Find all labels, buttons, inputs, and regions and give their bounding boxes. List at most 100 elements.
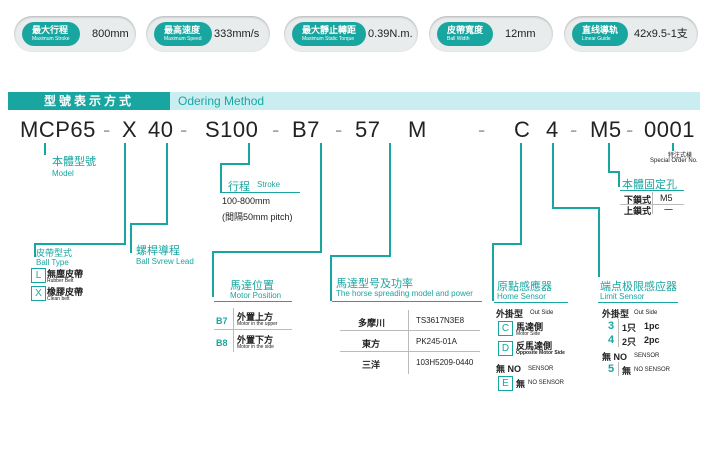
code-belt: X [122,117,138,142]
home-code-d: D [498,341,513,356]
code-m: M [408,117,427,142]
home-none-en: SENSOR [528,366,554,372]
limit-row-en: 1pc [644,321,660,331]
home-row-en: Motor Side [516,331,541,337]
connector-line [492,243,494,301]
connector-line [248,143,250,165]
stroke-label-zh: 行程 [228,181,250,193]
motor-underline [332,301,482,302]
spec-label-zh: 直线導轨 [582,25,619,35]
limit-code: 5 [608,363,615,375]
header-title-en: Odering Method [178,94,265,108]
motor-label-zh: 馬達型号及功率 [336,278,413,290]
motor-model: PK245-01A [416,337,457,346]
spec-label-en: Linear Guide [582,36,611,42]
connector-line [220,163,222,193]
spec-label-zh: 最高速度 [164,25,201,35]
divider [652,192,653,214]
connector-line [608,171,620,173]
code-dash: - [272,117,280,142]
belt-row-en: Rubber Belt [47,278,74,284]
connector-line [552,207,600,209]
stroke-label-en: Stroke [257,180,281,189]
motorpos-row-zh: 外置下方 [237,335,274,345]
motorpos-label-en: Motor Position [230,291,282,300]
spec-label-zh: 最大靜止轉距 [302,25,357,35]
home-row-zh: 馬達側 [516,322,544,332]
code-motor-position: B7 [292,117,320,142]
fix-row-k: 上鎖式 [624,206,652,216]
divider [618,319,619,347]
spec-label-en: Maximum Stroke [32,36,70,42]
code-fix-hole: M5 [590,117,622,142]
divider [340,330,480,331]
home-label-zh: 原點感應器 [497,281,552,293]
model-label-en: Model [52,169,74,178]
motor-model: 103H5209-0440 [416,358,474,367]
spec-value: 42x9.5-1支 [634,28,688,40]
spec-value: 0.39N.m. [368,28,413,40]
code-home-sensor: C [514,117,531,142]
special-label-en: Special Order No. [650,158,698,164]
spec-label-en: Maximum Speed [164,36,202,42]
spec-label-en: Maximum Static Torque [302,36,355,42]
connector-line [34,243,36,257]
connector-line [34,243,126,245]
header-title-zh: 型號表示方式 [8,92,170,110]
fix-row-v: M5 [660,193,673,203]
motor-model: TS3617N3E8 [416,316,465,325]
connector-line [520,143,522,245]
spec-label-zh: 最大行程 [32,25,69,35]
code-special: 0001 [644,117,695,142]
section-header: 型號表示方式 Odering Method [8,92,700,110]
home-type-en: Out Side [530,310,554,316]
connector-line [598,207,600,277]
motorpos-code: B8 [216,338,228,348]
code-dash: - [180,117,188,142]
motorpos-label-zh: 馬達位置 [230,280,274,292]
connector-line [212,251,322,253]
motorpos-row-zh: 外置上方 [237,312,274,322]
connector-line [44,143,46,155]
connector-line [672,143,674,151]
home-code-c: C [498,321,513,336]
stroke-underline [222,192,300,193]
code-dash: - [335,117,343,142]
motor-label-en: The horse spreading model and power [336,289,473,298]
home-e-zh: 無 [516,379,526,389]
divider [408,310,409,374]
limit-label-en: Limit Sensor [600,292,645,301]
motorpos-row-en: Motor in the upper [237,321,278,327]
code-dash: - [570,117,578,142]
fix-row-k: 下鎖式 [624,195,652,205]
code-dash: - [626,117,634,142]
lead-label-en: Ball Svrew Lead [136,257,194,266]
limit-none-zh: 無 NO [602,352,628,362]
motor-brand: 多摩川 [358,318,386,328]
code-lead: 40 [148,117,174,142]
belt-code-x: X [31,286,46,301]
spec-value: 12mm [505,28,536,40]
connector-line [220,163,250,165]
home-label-en: Home Sensor [497,292,546,301]
home-code-e: E [498,376,513,391]
connector-line [552,143,554,209]
fix-underline [620,190,684,191]
divider [340,351,480,352]
connector-line [330,255,391,257]
home-underline [494,302,568,303]
motor-brand: 東方 [362,339,381,349]
home-e-en: NO SENSOR [528,380,565,386]
spec-value: 800mm [92,28,129,40]
code-limit-sensor: 4 [546,117,559,142]
limit-code: 4 [608,334,615,346]
connector-line [618,171,620,187]
limit-underline [598,302,678,303]
